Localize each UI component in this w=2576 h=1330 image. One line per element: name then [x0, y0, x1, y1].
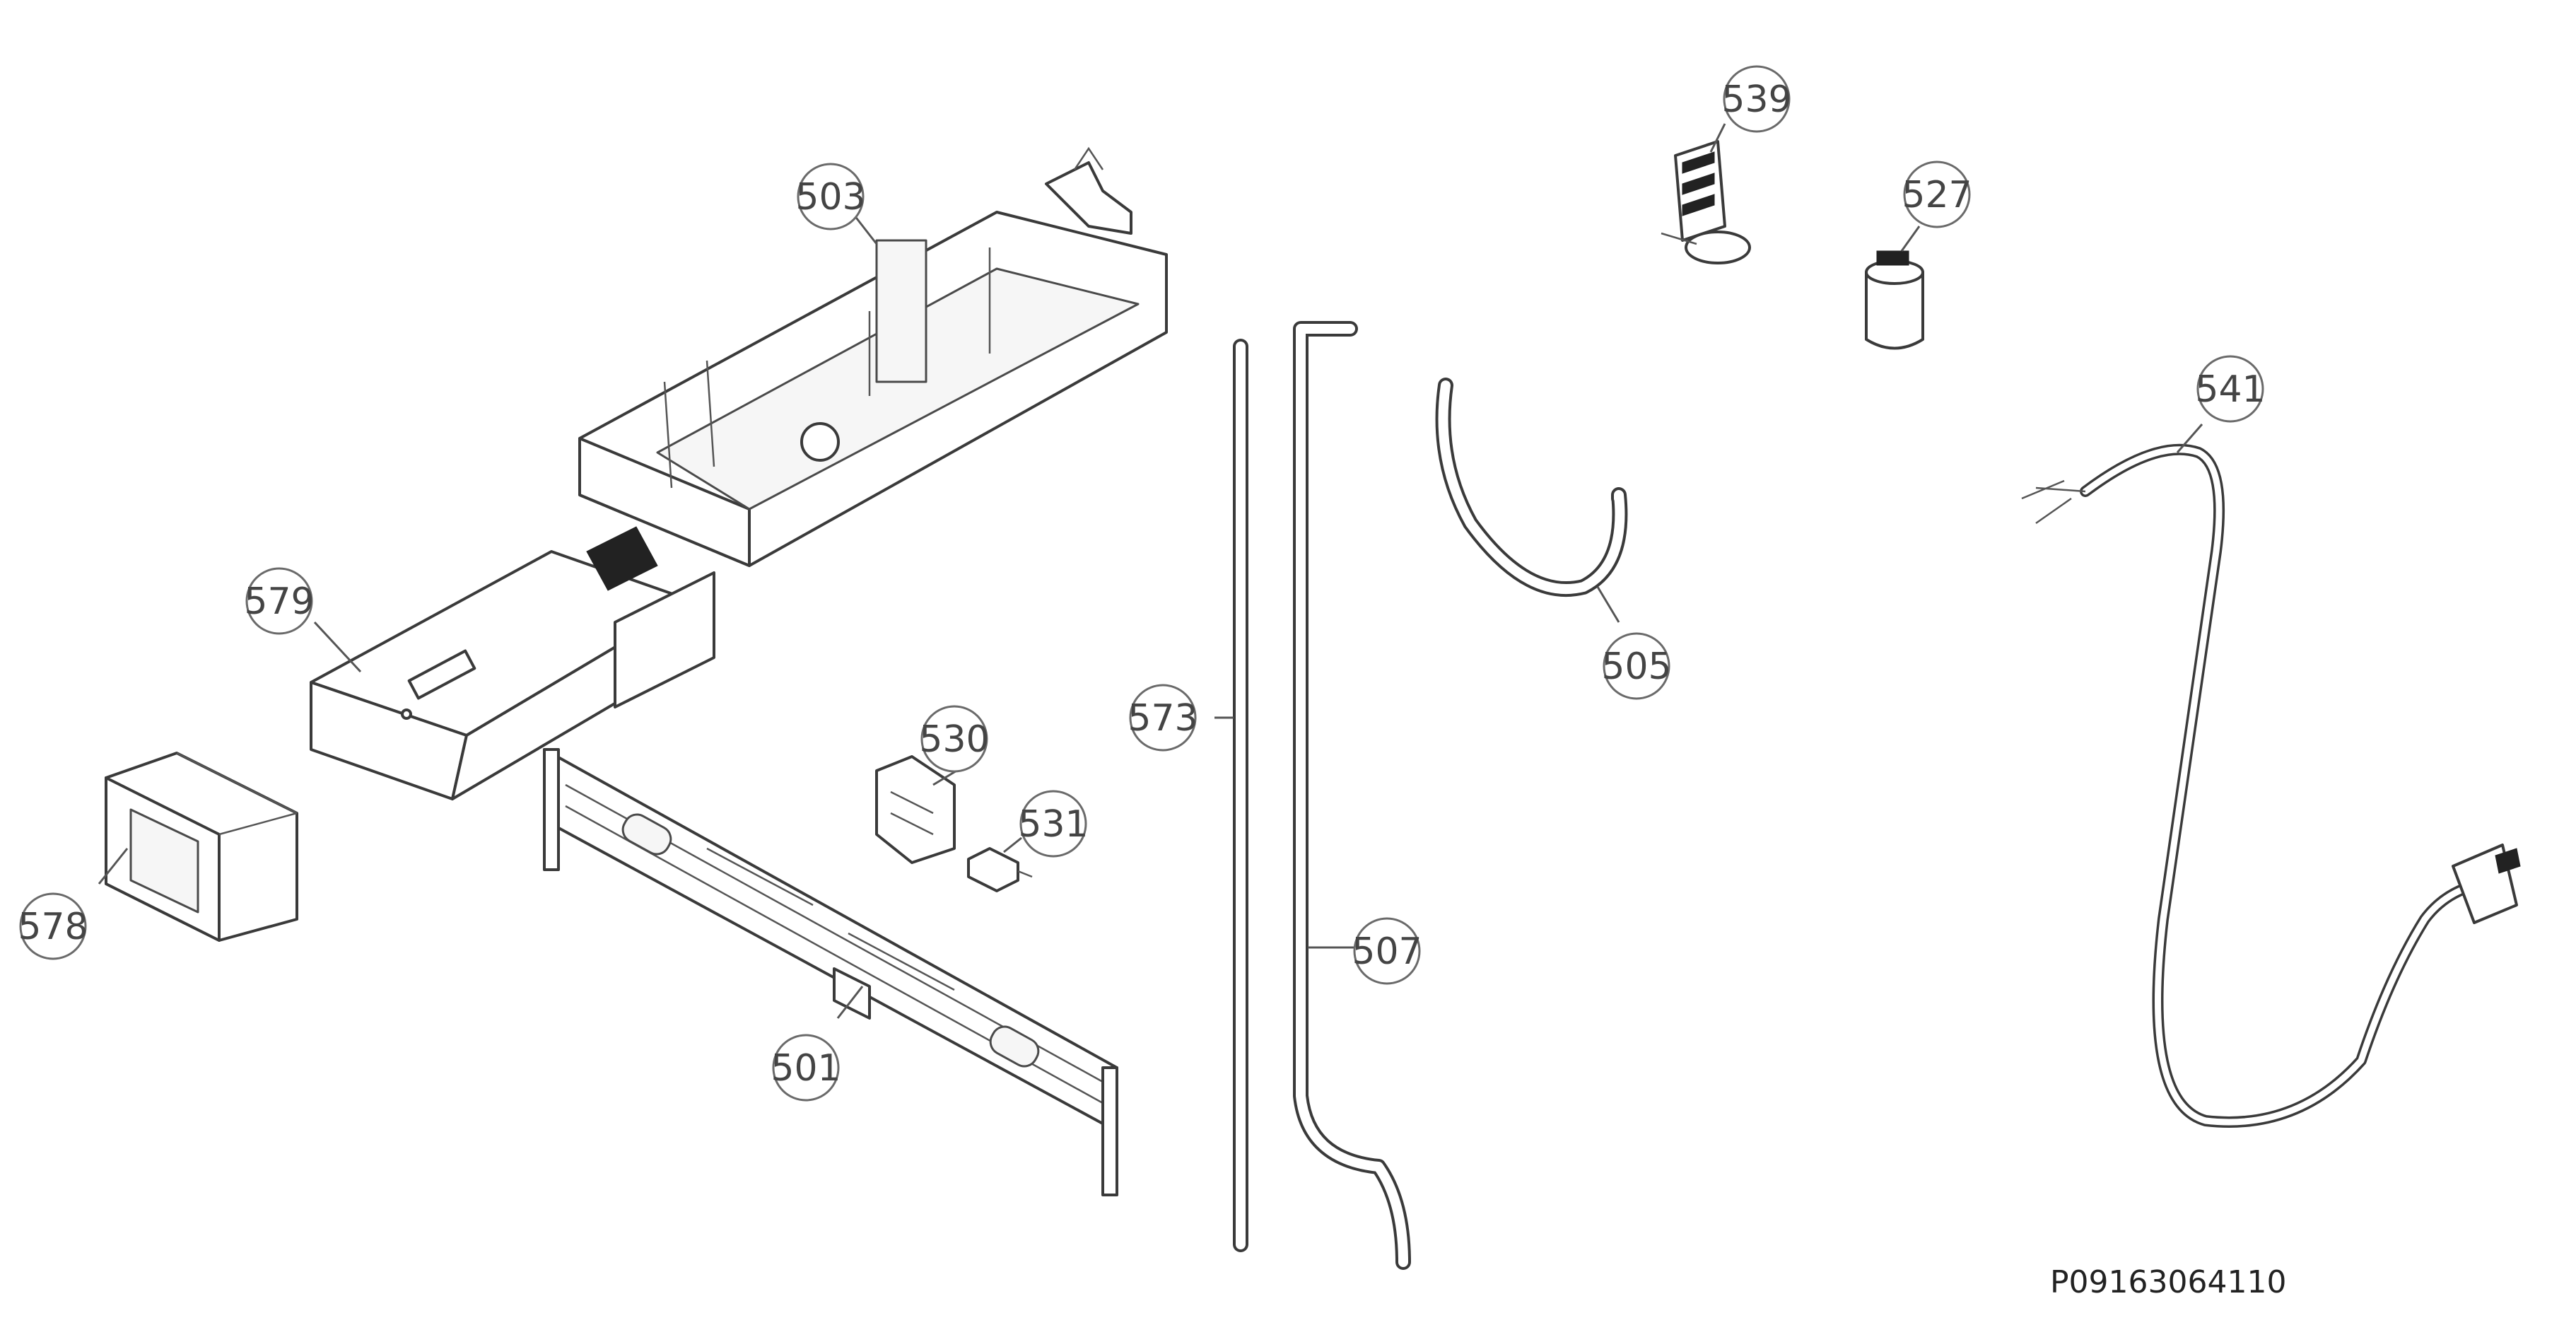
- part-503-dispenser-housing: [578, 146, 1168, 567]
- callout-531: 531: [1018, 790, 1089, 858]
- part-505-u-hose: [1435, 378, 1628, 597]
- svg-text:505: 505: [1601, 646, 1671, 688]
- svg-text:530: 530: [919, 718, 989, 761]
- part-527-capacitor: [1865, 250, 1924, 350]
- callout-541: 541: [2195, 355, 2266, 423]
- callout-539: 539: [1721, 65, 1792, 133]
- part-507-hose: [1293, 321, 1411, 1270]
- callout-505: 505: [1601, 632, 1672, 700]
- svg-text:541: 541: [2195, 368, 2265, 411]
- svg-text:531: 531: [1018, 803, 1088, 846]
- callout-527: 527: [1902, 161, 1972, 228]
- callout-507: 507: [1352, 917, 1422, 985]
- callout-579: 579: [244, 567, 315, 635]
- svg-text:579: 579: [244, 581, 314, 623]
- callout-503: 503: [795, 163, 866, 231]
- callout-501: 501: [771, 1034, 841, 1102]
- part-501-panel-bracket: [543, 748, 1118, 1196]
- svg-text:578: 578: [18, 906, 88, 948]
- svg-text:573: 573: [1128, 697, 1198, 740]
- part-578-drawer-handle: [105, 752, 298, 942]
- part-530-bracket: [875, 755, 956, 864]
- svg-text:539: 539: [1721, 78, 1791, 121]
- callout-573: 573: [1128, 684, 1198, 752]
- part-539-terminal-block: [1661, 140, 1751, 264]
- svg-text:503: 503: [795, 176, 865, 218]
- callout-578: 578: [18, 892, 88, 960]
- document-code: P09163064110: [2050, 1264, 2286, 1300]
- part-541-power-cord: [2021, 443, 2521, 1128]
- callout-530: 530: [919, 705, 990, 773]
- part-579-detergent-drawer: [310, 526, 715, 800]
- svg-text:507: 507: [1352, 931, 1422, 973]
- svg-text:501: 501: [771, 1047, 841, 1090]
- part-531-connector: [967, 847, 1033, 892]
- svg-text:527: 527: [1902, 174, 1972, 216]
